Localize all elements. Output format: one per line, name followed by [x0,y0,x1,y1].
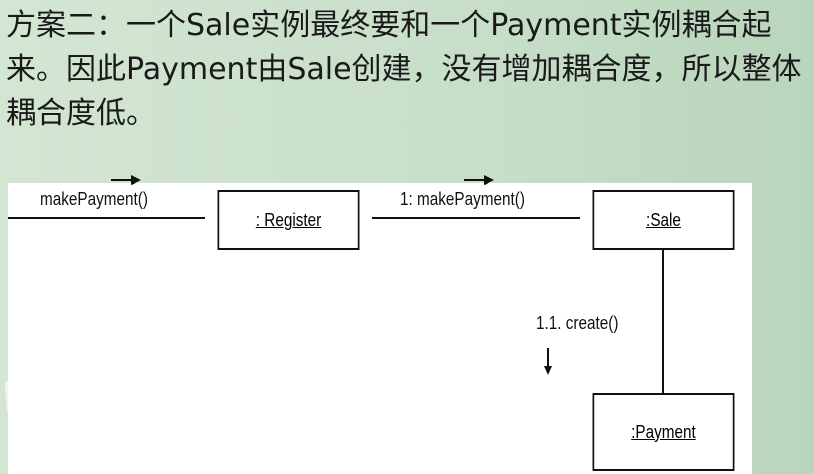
message-makepayment: makePayment() [40,189,148,209]
diagram-links [8,183,664,393]
object-sale: :Sale [592,190,735,250]
message-register-to-sale: 1: makePayment() [400,189,526,209]
message-arrows [111,175,494,185]
object-payment: :Payment [592,393,735,471]
collaboration-diagram: makePayment() : Register 1: makePayment(… [8,175,752,474]
object-register: : Register [217,190,360,250]
message-create: 1.1. create() [536,313,619,333]
slide-title: 方案二：一个Sale实例最终要和一个Payment实例耦合起来。因此Paymen… [6,8,802,131]
